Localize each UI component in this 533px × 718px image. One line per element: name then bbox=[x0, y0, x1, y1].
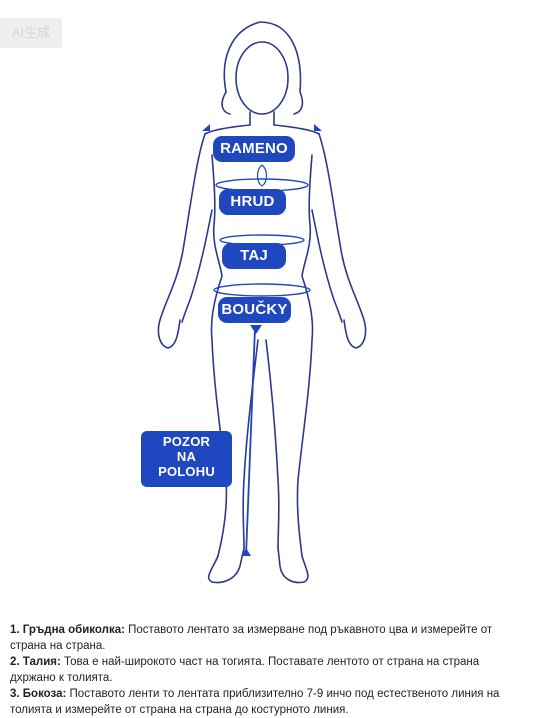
shoulder-label: RAMENO bbox=[213, 136, 295, 162]
instruction-text: Поставото лентато за измерване под ръкав… bbox=[10, 624, 493, 652]
inseam-label-line-2: NA bbox=[176, 449, 197, 464]
instruction-term: 3. Бокоза: bbox=[10, 688, 67, 700]
instruction-text: Това е най-широкото част на тогията. Пос… bbox=[10, 656, 480, 684]
instruction-term: 1. Гръдна обиколка: bbox=[10, 624, 125, 636]
instruction-term: 2. Талия: bbox=[10, 656, 61, 668]
instruction-item: 1. Гръдна обиколка: Поставото лентато за… bbox=[10, 622, 523, 654]
hips-label: BOUČKY bbox=[218, 297, 291, 323]
ai-generated-watermark: AI生成 bbox=[0, 18, 62, 48]
inseam-label-line-1: POZOR bbox=[162, 434, 211, 449]
bust-label: HRUD bbox=[219, 189, 286, 215]
female-body-outline bbox=[157, 21, 367, 584]
inseam-label-line-3: POLOHU bbox=[158, 464, 215, 479]
inseam-label: POZOR NA POLOHU bbox=[141, 431, 232, 487]
instruction-item: 3. Бокоза: Поставото ленти то лентата пр… bbox=[10, 686, 523, 718]
measurement-instructions: 1. Гръдна обиколка: Поставото лентато за… bbox=[10, 622, 523, 718]
instruction-item: 2. Талия: Това е най-широкото част на то… bbox=[10, 654, 523, 686]
waist-label: TAJ bbox=[222, 243, 286, 269]
instruction-text: Поставото ленти то лентата приблизително… bbox=[10, 688, 500, 716]
